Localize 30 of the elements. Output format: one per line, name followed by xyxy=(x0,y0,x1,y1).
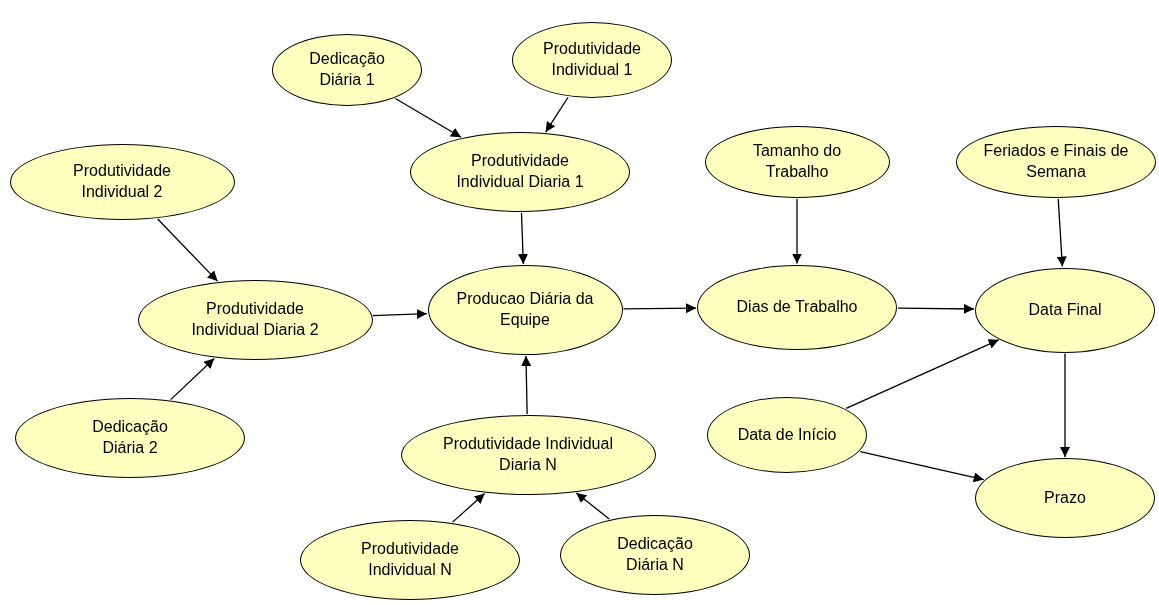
node-label: Feriados e Finais de Semana xyxy=(982,141,1130,182)
arrow xyxy=(792,198,802,265)
node-label: Produtividade Individual N xyxy=(360,539,460,580)
arrow xyxy=(845,339,1000,410)
node-label: Dedicação Diária N xyxy=(616,534,694,575)
arrow xyxy=(545,96,569,133)
arrow xyxy=(1056,198,1067,268)
arrow xyxy=(517,212,528,265)
node-label: Tamanho do Trabalho xyxy=(751,141,843,182)
arrow xyxy=(575,492,610,520)
node-label: Dedicação Diária 2 xyxy=(91,417,169,458)
arrow xyxy=(622,303,697,314)
arrow xyxy=(897,303,975,314)
arrow xyxy=(394,97,462,138)
arrow xyxy=(157,218,219,282)
node-label: Dedicação Diária 1 xyxy=(308,49,386,90)
node-label: Produtividade Individual Diaria 2 xyxy=(190,299,320,340)
node-label: Data de Início xyxy=(737,424,837,445)
node-label: Data Final xyxy=(1028,299,1102,320)
node-label: Produtividade Individual Diaria 1 xyxy=(455,151,585,192)
node-label: Produtividade Individual Diaria N xyxy=(443,434,613,475)
arrow xyxy=(521,355,532,415)
node-label: Produtividade Individual 1 xyxy=(542,39,642,80)
arrow xyxy=(372,309,428,319)
node-label: Producao Diária da Equipe xyxy=(455,289,595,330)
arrow xyxy=(1060,352,1070,458)
arrow xyxy=(859,450,985,483)
node-label: Dias de Trabalho xyxy=(736,296,858,317)
node-label: Produtividade Individual 2 xyxy=(72,161,172,202)
node-label: Prazo xyxy=(1044,487,1086,508)
